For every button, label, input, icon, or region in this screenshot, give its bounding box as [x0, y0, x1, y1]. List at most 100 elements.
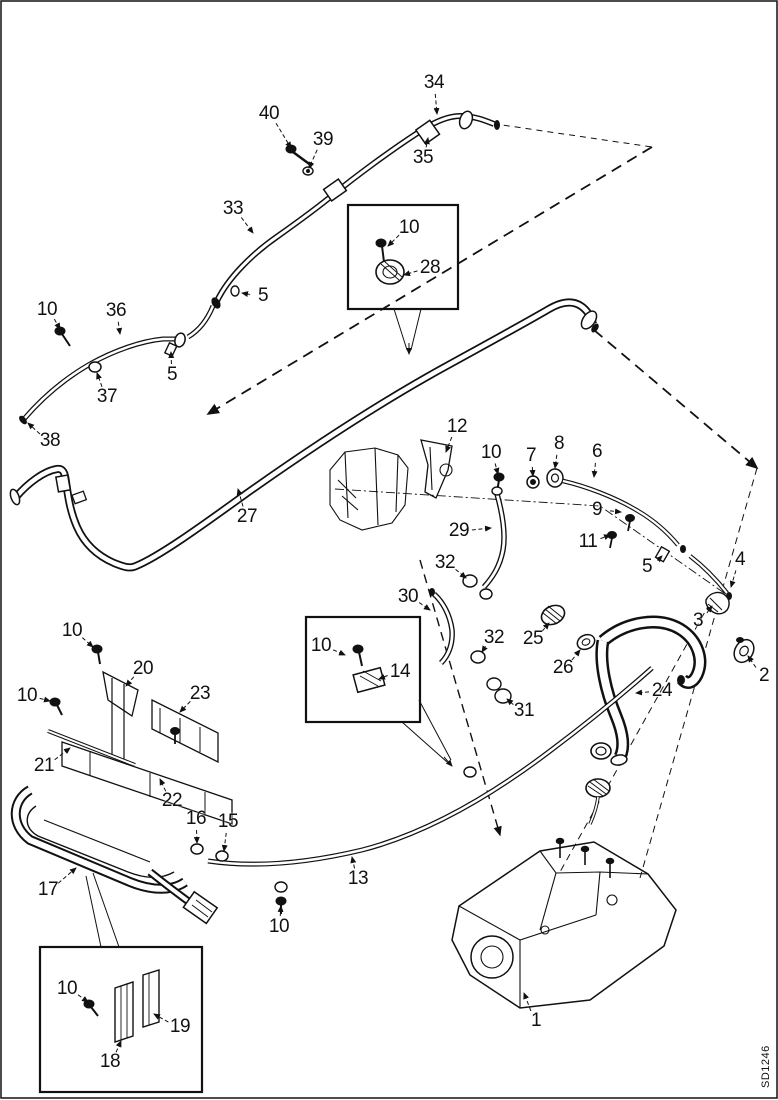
engine-boss — [329, 439, 453, 531]
leader-40-0 — [275, 122, 292, 149]
leader-5-31 — [655, 555, 663, 563]
cooler-assembly — [10, 644, 233, 925]
callout-34-2: 34 — [423, 72, 445, 93]
callout-2-34: 2 — [758, 665, 770, 686]
leader-31-28 — [506, 698, 514, 706]
leader-39-1 — [308, 149, 318, 169]
leader-3-33 — [706, 605, 713, 614]
drawing-code: SD1246 — [760, 1045, 772, 1088]
callout-5-31: 5 — [641, 556, 653, 577]
callout-10-35: 10 — [61, 620, 83, 641]
leader-26-26 — [571, 649, 581, 661]
leader-10-29 — [332, 649, 346, 656]
clamp-25-a — [540, 604, 566, 626]
leader-8-17 — [552, 454, 559, 469]
inset-boxes — [38, 203, 460, 1094]
tube-36 — [19, 305, 216, 425]
callout-29-21: 29 — [448, 520, 470, 541]
leader-36-9 — [116, 321, 123, 335]
callout-4-32: 4 — [734, 549, 746, 570]
nut-39 — [302, 166, 314, 176]
leader-1-49 — [523, 992, 532, 1012]
leader-33-4 — [240, 217, 254, 234]
callout-6-18: 6 — [591, 441, 603, 462]
callout-38-12: 38 — [39, 430, 61, 451]
leader-15-42 — [221, 832, 228, 852]
inset-box-18-19 — [38, 872, 204, 1094]
callout-15-42: 15 — [217, 811, 239, 832]
leader-22-40 — [159, 778, 167, 792]
inset-bolt-10-b — [352, 644, 364, 667]
leader-2-34 — [747, 655, 757, 668]
callout-10-45: 10 — [268, 916, 290, 937]
callout-23-37: 23 — [189, 683, 211, 704]
leader-21-39 — [54, 747, 71, 761]
callout-7-16: 7 — [525, 445, 537, 466]
callout-10-46: 10 — [56, 978, 78, 999]
callout-31-28: 31 — [513, 700, 535, 721]
leader-10-35 — [82, 637, 94, 648]
inset-clamp-18 — [114, 981, 134, 1043]
leader-10-15 — [493, 463, 500, 475]
inset-bolt-10-c — [83, 999, 99, 1017]
inset-box-14 — [304, 615, 453, 767]
leader-19-47 — [153, 1013, 169, 1023]
bolt-10-d — [49, 697, 63, 716]
callout-10-6: 10 — [398, 217, 420, 238]
leader-17-43 — [57, 867, 77, 884]
leader-6-18 — [591, 462, 598, 478]
leader-37-10 — [96, 372, 103, 388]
tube-33-34 — [211, 110, 500, 309]
callout-24-27: 24 — [651, 680, 673, 701]
leader-10-38 — [39, 696, 51, 703]
leader-35-3 — [423, 137, 430, 148]
bolt-10-c — [91, 644, 103, 665]
leader-7-16 — [529, 466, 536, 477]
fitting-8 — [546, 468, 564, 488]
callout-9-19: 9 — [591, 499, 603, 520]
callout-39-1: 39 — [312, 129, 334, 150]
leader-10-46 — [77, 994, 89, 1003]
leader-14-30 — [378, 673, 388, 680]
leader-24-27 — [635, 689, 650, 696]
leader-5-5 — [241, 291, 251, 298]
callout-27-13: 27 — [236, 506, 258, 527]
callout-32-22: 32 — [434, 552, 456, 573]
callout-5-5: 5 — [257, 285, 269, 306]
leader-10-6 — [387, 234, 400, 247]
leader-4-32 — [729, 570, 737, 588]
callout-14-30: 14 — [389, 661, 411, 682]
frame-22 — [61, 741, 233, 825]
bracket-12 — [420, 439, 453, 499]
callout-20-36: 20 — [132, 658, 154, 679]
callout-37-10: 37 — [96, 386, 118, 407]
callout-3-33: 3 — [692, 610, 704, 631]
callout-1-49: 1 — [530, 1010, 542, 1031]
tube-27 — [9, 298, 599, 572]
callout-25-25: 25 — [522, 628, 544, 649]
callout-10-8: 10 — [36, 299, 58, 320]
callout-28-7: 28 — [419, 257, 441, 278]
clamp-37 — [88, 361, 102, 373]
callout-10-38: 10 — [16, 685, 38, 706]
leader-32-22 — [455, 569, 467, 579]
bolt-mid — [170, 727, 180, 744]
leader-10-8 — [53, 318, 61, 330]
leader-20-36 — [125, 676, 135, 687]
leader-9-19 — [609, 508, 622, 515]
leader-28-7 — [403, 270, 418, 277]
callout-10-15: 10 — [480, 442, 502, 463]
callout-5-11: 5 — [166, 364, 178, 385]
leader-29-21 — [471, 525, 492, 532]
callout-10-29: 10 — [310, 635, 332, 656]
callout-33-4: 33 — [222, 198, 244, 219]
clamp-25-b — [585, 778, 611, 825]
callout-11-20: 11 — [578, 531, 598, 552]
injection-pump — [451, 837, 677, 1009]
leader-25-25 — [541, 622, 550, 632]
callout-18-48: 18 — [99, 1051, 121, 1072]
